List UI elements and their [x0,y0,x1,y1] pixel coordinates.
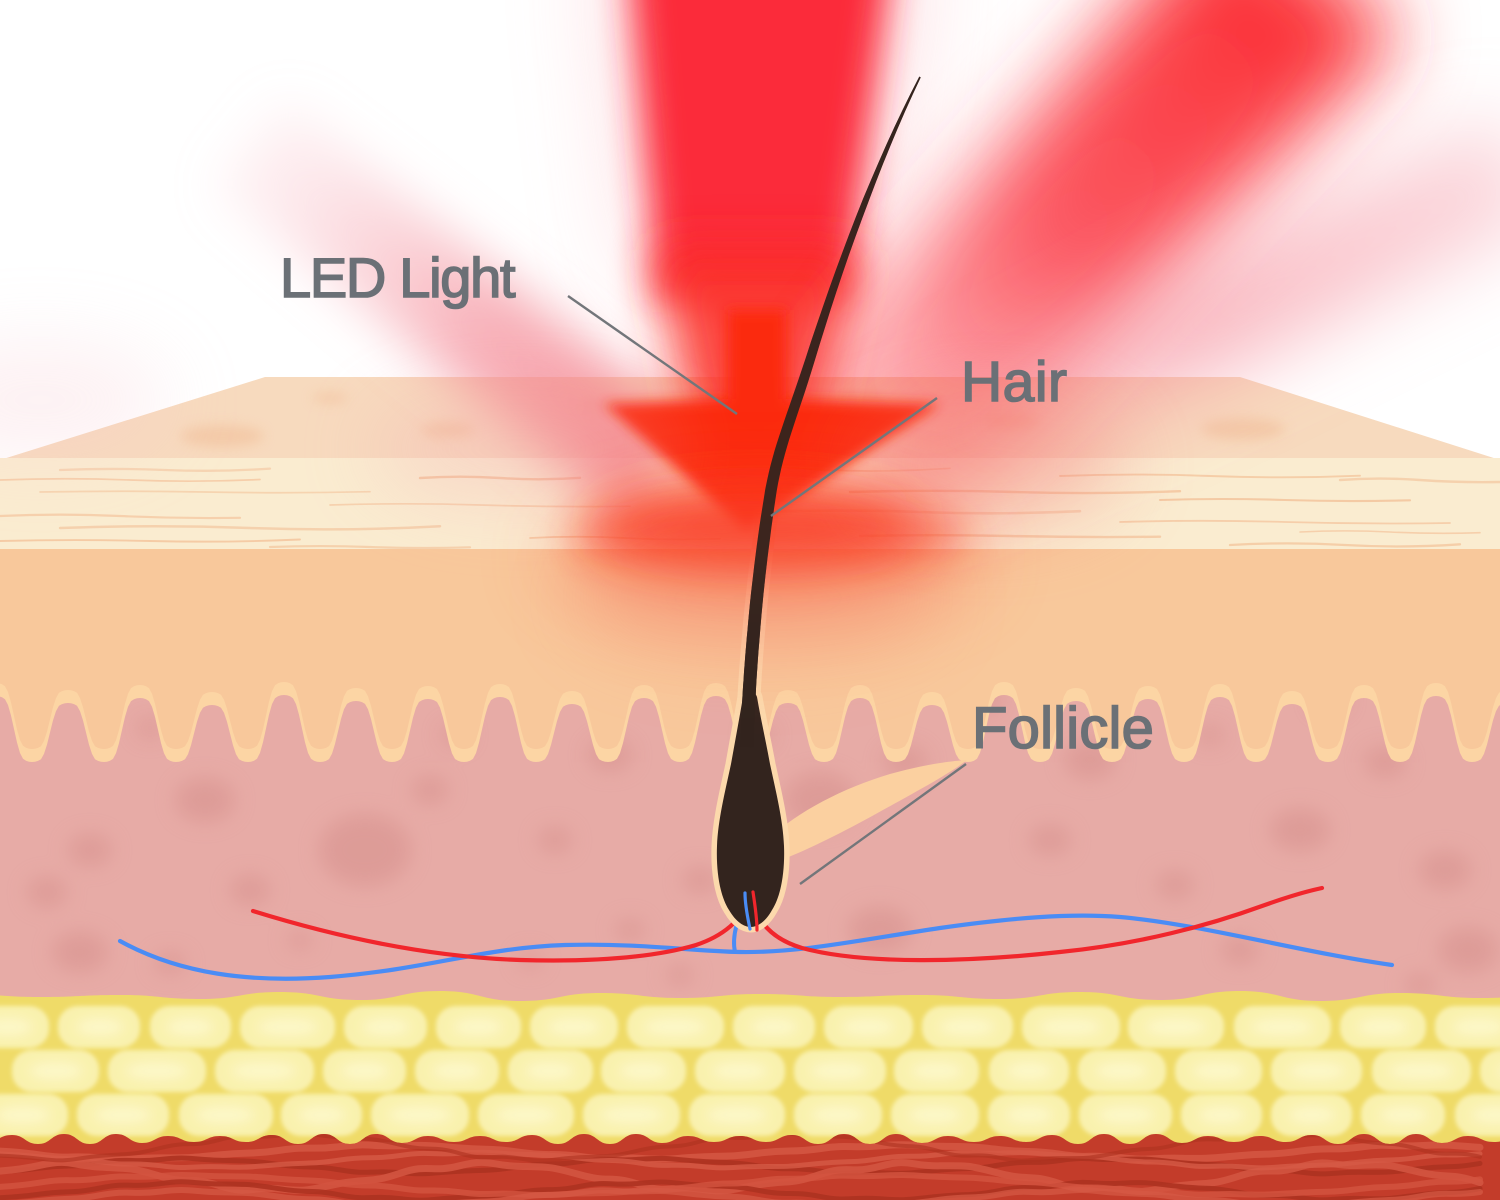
svg-text:Hair: Hair [961,350,1068,414]
svg-text:LED Light: LED Light [280,246,516,309]
svg-text:Follicle: Follicle [972,696,1154,761]
